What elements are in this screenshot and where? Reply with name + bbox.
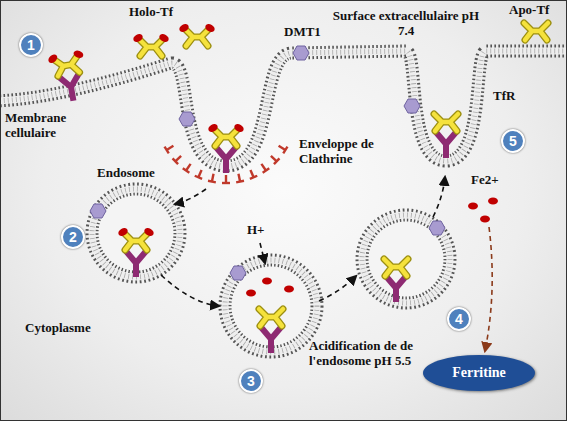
organelle-label: Endosome — [97, 166, 167, 181]
membrane-label: Membrane cellulaire — [5, 111, 80, 141]
ion-label: H+ — [247, 223, 277, 238]
step-note: Acidification de de l'endosome pH 5.5 — [309, 339, 439, 369]
step-number: 5 — [501, 129, 525, 153]
pathway-arrow — [161, 177, 492, 351]
step-number: 2 — [61, 225, 85, 249]
callout-number: 1 — [27, 37, 35, 53]
step-number: 4 — [447, 307, 471, 331]
cell-membrane — [1, 51, 567, 166]
protein-label: DMT1 — [284, 25, 326, 40]
region-label: Surface extracellulaire pH 7.4 — [331, 9, 481, 39]
region-label: Cytoplasme — [25, 321, 115, 336]
callout-number: 3 — [247, 373, 255, 389]
ion-label: Fe2+ — [471, 173, 511, 188]
protein-name: Ferritine — [452, 365, 506, 381]
step-number: 1 — [19, 33, 43, 57]
proteins — [46, 22, 548, 353]
endosome — [92, 189, 180, 277]
protein-label: Holo-Tf — [129, 5, 189, 20]
endosome — [362, 215, 450, 303]
callout-number: 2 — [69, 229, 77, 245]
step-number: 3 — [239, 369, 263, 393]
clathrin-coat — [165, 146, 288, 183]
coat-label: Enveloppe de Clathrine — [299, 137, 387, 167]
protein-label: Apo-Tf — [509, 3, 565, 18]
callout-number: 5 — [509, 133, 517, 149]
callout-number: 4 — [455, 311, 463, 327]
protein-label: TfR — [493, 89, 529, 104]
endosome — [225, 260, 317, 352]
protein-ellipse: Ferritine — [423, 355, 535, 391]
